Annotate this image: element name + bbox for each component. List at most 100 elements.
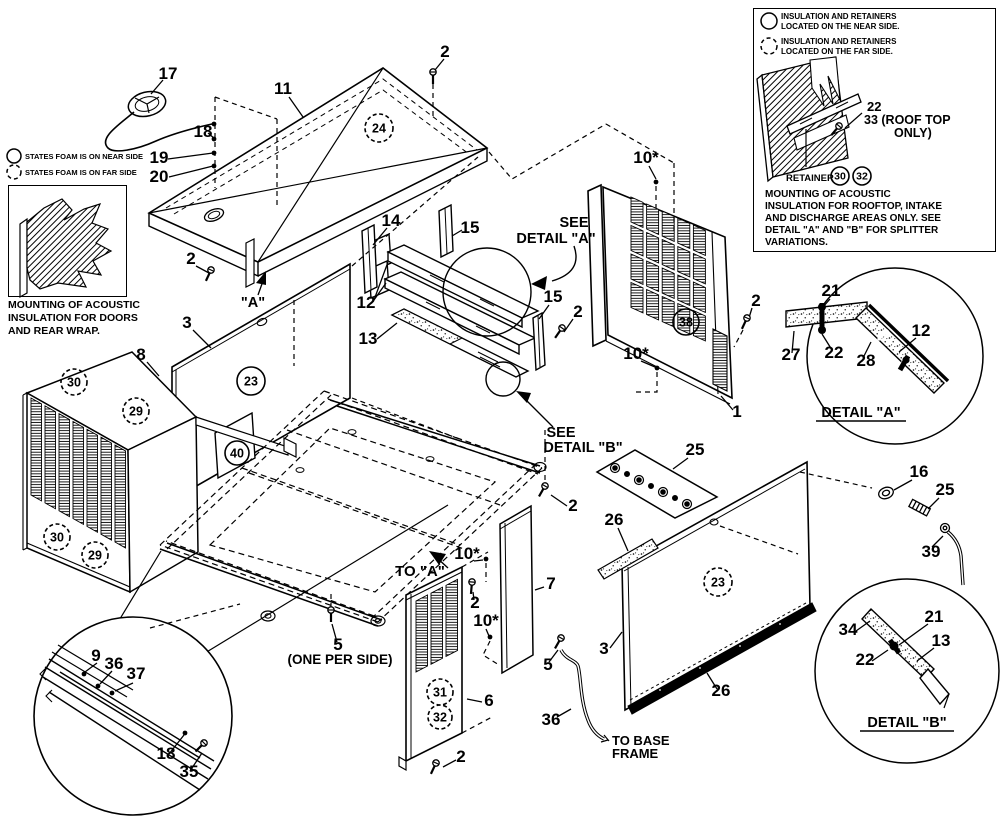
callout-33-line2: ONLY): [894, 126, 932, 140]
part-callout-6: 6: [484, 691, 493, 710]
part-callout-18: 18: [157, 744, 176, 763]
screw-icon: [204, 266, 215, 282]
foam-far-legend: STATES FOAM IS ON FAR SIDE: [25, 168, 137, 177]
splitter-assembly: [361, 203, 577, 428]
fastener-dot: [483, 556, 489, 562]
part-callout-1: 1: [732, 402, 741, 421]
fastener-dot: [653, 179, 659, 185]
part-callout-25: 25: [936, 480, 955, 499]
part-callout-7: 7: [546, 574, 555, 593]
part-callout-11: 11: [274, 79, 292, 98]
screw-icon: [538, 482, 549, 497]
mounting-note-line2: INSULATION FOR ROOFTOP, INTAKE: [765, 201, 943, 212]
mounting-note-line3: AND DISCHARGE AREAS ONLY. SEE: [765, 213, 941, 224]
circled-part-23-near: 23: [236, 366, 266, 396]
svg-text:40: 40: [230, 447, 244, 461]
part-callout-2: 2: [751, 291, 760, 310]
screw-glyphs: [194, 68, 843, 775]
part-callout-20: 20: [150, 167, 169, 186]
svg-text:32: 32: [433, 711, 447, 725]
fastener-dot: [487, 634, 493, 640]
detail-a-title: DETAIL "A": [821, 405, 900, 421]
circled-part-29-far: 29: [81, 541, 109, 569]
callout-33-line1: 33 (ROOF TOP: [864, 113, 951, 127]
base-rail-detail: [33, 504, 449, 816]
part-callout-15: 15: [544, 287, 563, 306]
drain-hose-36: [559, 649, 610, 743]
detail-a-view: [785, 267, 984, 445]
circled-part-23-far: 23: [703, 567, 733, 597]
right-legend-box: INSULATION AND RETAINERS LOCATED ON THE …: [753, 8, 996, 252]
part-callout-19: 19: [150, 148, 169, 167]
part-callout-18: 18: [194, 122, 213, 141]
part-callout-9: 9: [91, 646, 100, 665]
legend-key-symbols: [6, 12, 778, 180]
screw-icon: [468, 578, 476, 595]
far-side-legend-line1: INSULATION AND RETAINERS: [781, 37, 897, 46]
screw-icon: [554, 634, 565, 649]
far-side-legend-line2: LOCATED ON THE FAR SIDE.: [781, 47, 893, 56]
part-callout-27: 27: [782, 345, 801, 364]
left-legend-box: [8, 185, 127, 297]
fastener-dot: [95, 683, 101, 689]
foam-far-symbol: [6, 164, 22, 180]
intake-panel-3: [595, 449, 817, 715]
fastener-dot: [182, 730, 188, 736]
part-callout-10s: 10*: [473, 611, 499, 630]
part-callout-25: 25: [686, 440, 705, 459]
part-callout-35: 35: [180, 762, 199, 781]
part-callout-39: 39: [922, 542, 941, 561]
mounting-note-line5: VARIATIONS.: [765, 237, 828, 248]
part-callout-10s: 10*: [454, 544, 480, 563]
see-detail-b-line1: SEE: [546, 425, 575, 441]
circled-part-32-far: 32: [427, 704, 453, 730]
screw-icon: [194, 739, 208, 753]
svg-text:31: 31: [433, 686, 447, 700]
hidden-construction-lines: [149, 84, 873, 734]
svg-text:24: 24: [372, 122, 386, 136]
vent-cap-17: [104, 90, 213, 152]
svg-text:30: 30: [67, 376, 81, 390]
screw-icon: [429, 759, 440, 775]
louvered-door-6: [398, 565, 463, 772]
part-callout-2: 2: [568, 496, 577, 515]
part-callout-22: 22: [825, 343, 844, 362]
drain-assembly: [878, 486, 965, 586]
svg-text:23: 23: [244, 375, 258, 389]
part-callout-26: 26: [605, 510, 624, 529]
base-frame: [159, 390, 547, 627]
left-caption-line1: MOUNTING OF ACOUSTIC: [8, 299, 141, 311]
near-side-legend-line2: LOCATED ON THE NEAR SIDE.: [781, 22, 900, 31]
part-callout-26: 26: [712, 681, 731, 700]
foam-blob-illustration: [19, 198, 113, 299]
part-callout-37: 37: [127, 664, 146, 683]
part-callout-2: 2: [470, 593, 479, 612]
rear-panel-3: [171, 238, 351, 502]
see-detail-b-line2: DETAIL "B": [543, 440, 622, 456]
annotation-texts: SEE DETAIL "A" SEE DETAIL "B" TO "A" (ON…: [241, 215, 947, 761]
part-callout-17: 17: [159, 64, 178, 83]
part-callout-10s: 10*: [633, 148, 659, 167]
screw-icon: [830, 122, 843, 136]
fastener-dot: [211, 121, 217, 127]
see-detail-a-line1: SEE: [559, 215, 588, 231]
svg-text:23: 23: [711, 576, 725, 590]
to-base-frame-line1: TO BASE: [612, 733, 670, 748]
callout-22: 22: [867, 99, 882, 114]
retainer-label: RETAINER: [786, 173, 834, 184]
foam-near-symbol: [6, 148, 22, 164]
svg-text:29: 29: [129, 405, 143, 419]
circled-part-30-near: 30: [830, 166, 850, 186]
part-callout-28: 28: [857, 351, 876, 370]
screw-icon: [327, 606, 335, 622]
one-per-side-label: (ONE PER SIDE): [287, 652, 392, 667]
see-detail-a-line2: DETAIL "A": [516, 231, 595, 247]
part-callout-14: 14: [382, 211, 401, 230]
mounting-note-line4: DETAIL "A" AND "B" FOR SPLITTER: [765, 225, 939, 236]
circled-part-38-near: 38: [672, 308, 700, 336]
fastener-dot: [654, 365, 660, 371]
part-callout-12: 12: [357, 293, 376, 312]
